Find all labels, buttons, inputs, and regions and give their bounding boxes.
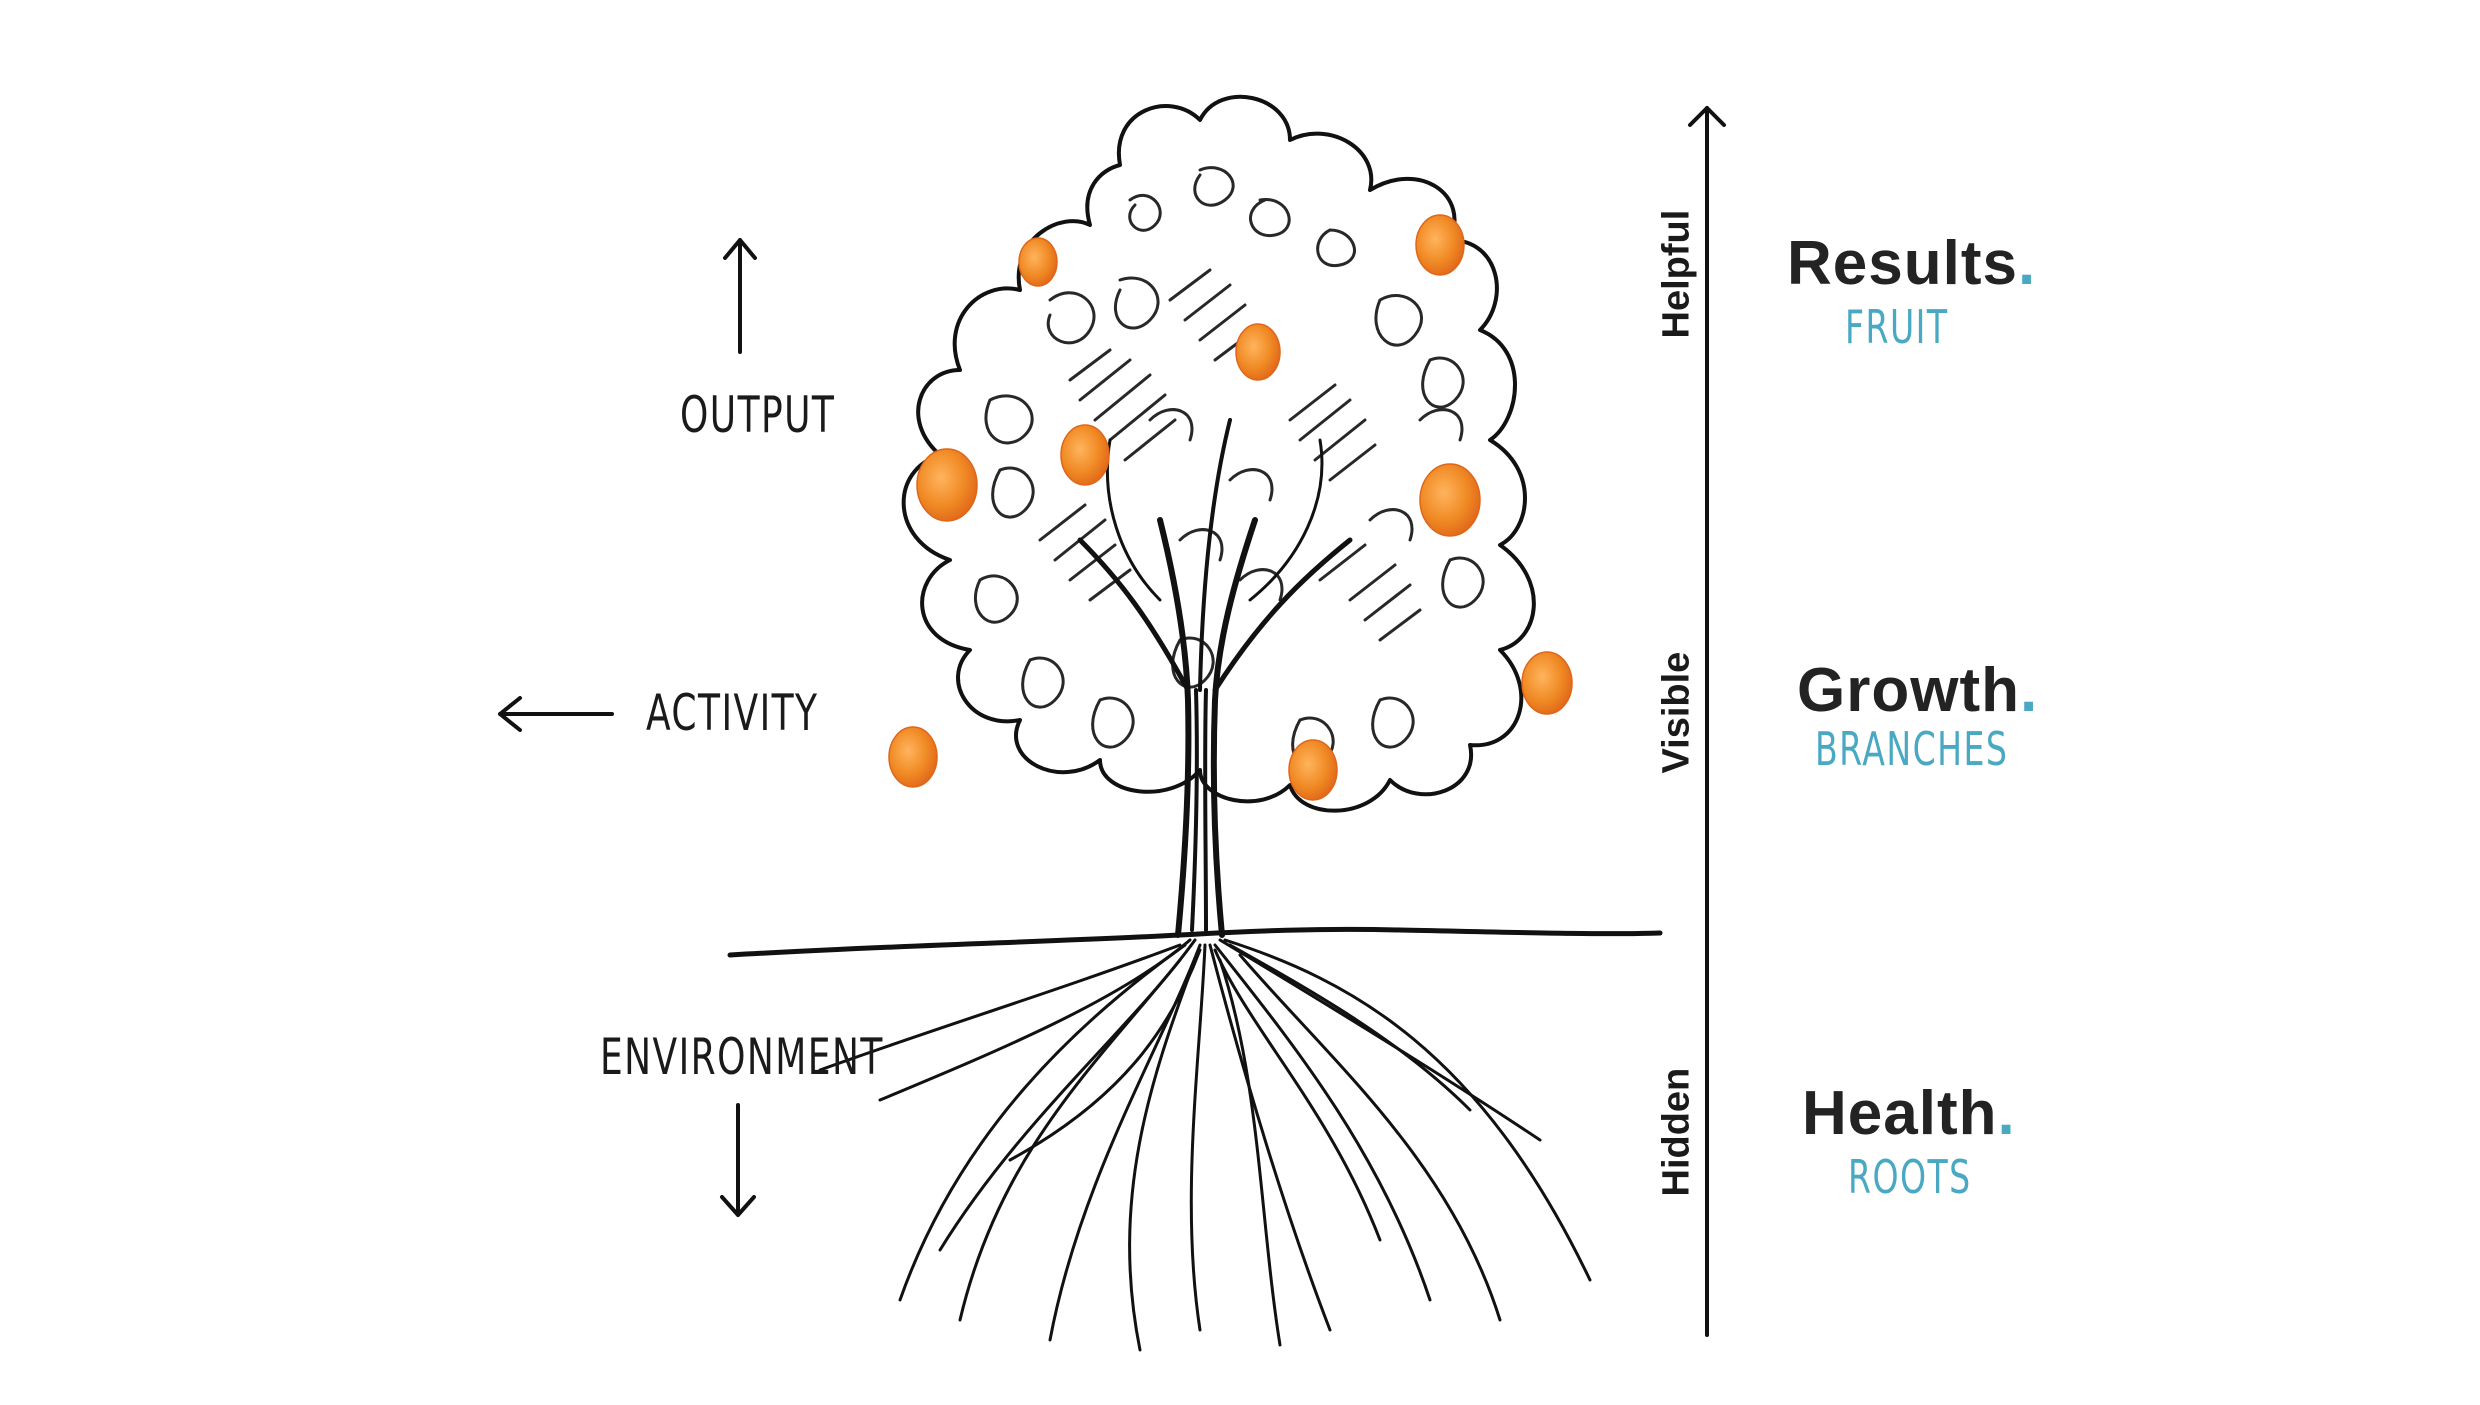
activity-label: ACTIVITY <box>646 684 819 742</box>
tree-roots <box>818 938 1592 1352</box>
activity-arrow <box>498 696 614 732</box>
tree-fruits <box>888 214 1573 801</box>
health-subtitle: ROOTS <box>1848 1150 1972 1204</box>
tree-trunk <box>1077 418 1353 938</box>
vertical-axis <box>1688 106 1726 1337</box>
health-title-dot: . <box>1997 1079 2016 1148</box>
growth-title-text: Growth <box>1797 656 2020 725</box>
results-title-dot: . <box>2017 229 2037 298</box>
results-subtitle: FRUIT <box>1845 300 1949 354</box>
environment-label: ENVIRONMENT <box>600 1028 884 1086</box>
growth-title: Growth. <box>1797 655 2038 726</box>
health-title: Health. <box>1802 1078 2016 1149</box>
health-title-text: Health <box>1802 1079 1998 1148</box>
axis-label-helpful: Helpful <box>1655 209 1698 339</box>
output-label: OUTPUT <box>680 386 836 444</box>
axis-label-hidden: Hidden <box>1655 1067 1698 1197</box>
environment-arrow <box>720 1103 756 1217</box>
axis-label-visible: Visible <box>1655 651 1698 774</box>
results-title: Results. <box>1787 228 2036 299</box>
tree-canopy <box>901 94 1536 813</box>
results-title-text: Results <box>1787 229 2018 298</box>
growth-subtitle: BRANCHES <box>1815 722 2009 776</box>
growth-title-dot: . <box>2019 656 2039 725</box>
ground-line <box>727 926 1663 958</box>
left-arrows <box>498 238 757 1217</box>
output-arrow <box>723 238 757 354</box>
